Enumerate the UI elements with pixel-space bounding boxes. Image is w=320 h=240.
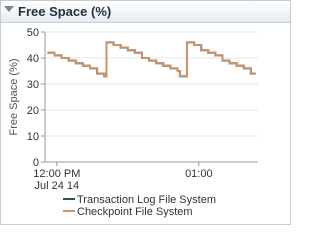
legend-swatch-transaction-log <box>63 198 75 201</box>
y-tick-label: 50 <box>27 27 39 39</box>
legend-label-transaction-log: Transaction Log File System <box>77 194 216 206</box>
y-axis-title: Free Space (%) <box>8 58 20 135</box>
legend-swatch-checkpoint <box>63 210 75 213</box>
legend-label-checkpoint: Checkpoint File System <box>77 206 193 218</box>
y-tick-label: 20 <box>27 105 39 117</box>
legend-item-checkpoint[interactable]: Checkpoint File System <box>63 206 216 218</box>
y-tick-label: 0 <box>33 157 39 169</box>
x-tick-label: 12:00 PM <box>33 168 80 180</box>
y-tick-label: 40 <box>27 53 39 65</box>
panel-title: Free Space (%) <box>18 4 112 19</box>
series-line-transaction-log[interactable] <box>47 41 256 78</box>
series-line-checkpoint[interactable] <box>47 41 256 78</box>
x-tick-label: 01:00 <box>185 168 213 180</box>
panel-header: Free Space (%) <box>1 1 290 23</box>
grid-layer <box>45 31 258 137</box>
y-tick-label: 10 <box>27 131 39 143</box>
axis-layer <box>41 31 258 166</box>
collapse-triangle-icon[interactable] <box>4 6 14 12</box>
y-tick-label: 30 <box>27 79 39 91</box>
x-tick-sublabel: Jul 24 14 <box>35 180 80 192</box>
legend-item-transaction-log[interactable]: Transaction Log File System <box>63 194 216 206</box>
chart-legend: Transaction Log File System Checkpoint F… <box>63 194 216 218</box>
series-layer <box>47 41 256 78</box>
